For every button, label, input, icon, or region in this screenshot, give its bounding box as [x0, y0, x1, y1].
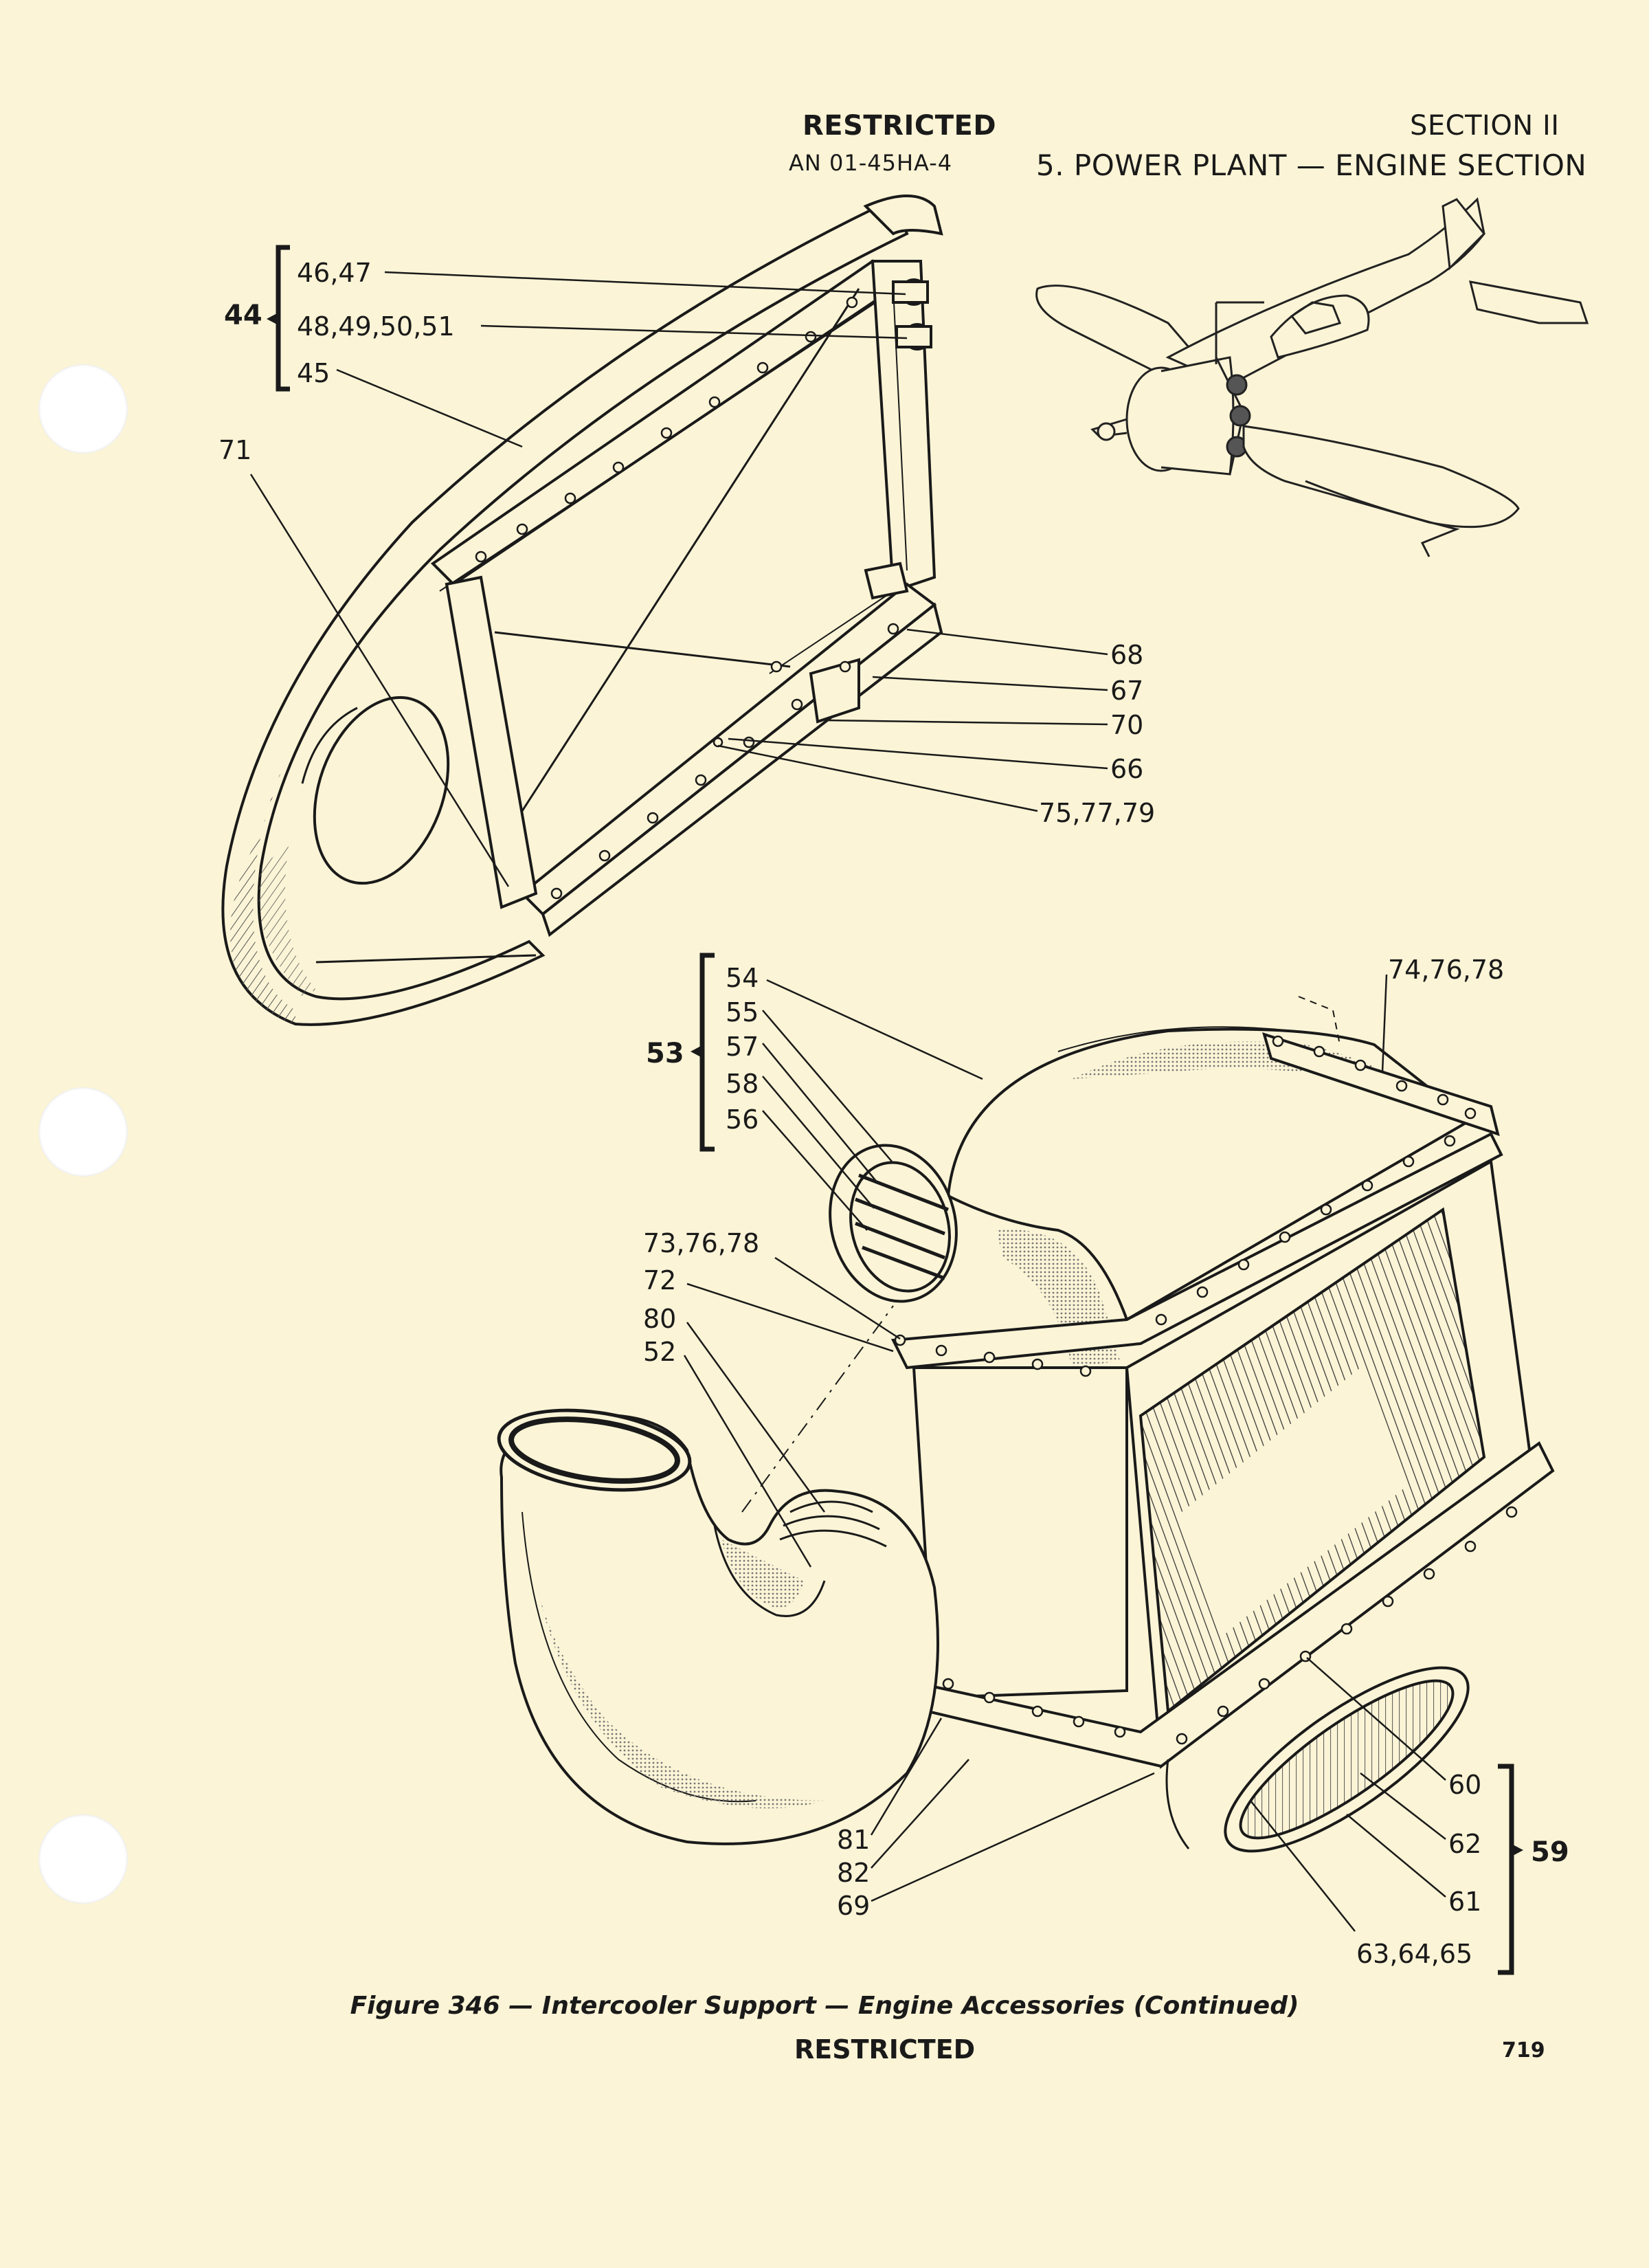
callout-group-59: 59: [1531, 1836, 1569, 1868]
callout-57: 57: [726, 1032, 759, 1062]
callout-74-76-78: 74,76,78: [1388, 955, 1504, 985]
leader-lines: [249, 271, 1446, 1932]
callout-80: 80: [643, 1304, 676, 1334]
callout-group-44: 44: [224, 300, 262, 331]
callout-70: 70: [1110, 710, 1143, 740]
callout-81: 81: [837, 1825, 870, 1855]
callout-69: 69: [837, 1891, 870, 1921]
aircraft-locator-sketch: [1035, 197, 1589, 557]
callout-45: 45: [297, 358, 330, 388]
callout-58: 58: [726, 1069, 759, 1099]
callout-63-64-65: 63,64,65: [1356, 1939, 1472, 1969]
intercooler-assembly: [497, 996, 1555, 1853]
callout-48-51: 48,49,50,51: [297, 311, 455, 342]
page-number: 719: [1502, 2038, 1545, 2063]
callout-60: 60: [1448, 1770, 1481, 1800]
callout-56: 56: [726, 1104, 759, 1135]
callout-52: 52: [643, 1337, 676, 1367]
callout-66: 66: [1110, 754, 1143, 784]
binder-hole-middle: [38, 1087, 128, 1177]
callout-61: 61: [1448, 1887, 1481, 1917]
callout-72: 72: [643, 1265, 676, 1296]
callout-75-77-79: 75,77,79: [1039, 798, 1155, 828]
figure-caption: Figure 346 — Intercooler Support — Engin…: [350, 1992, 1299, 2020]
callout-82: 82: [837, 1858, 870, 1888]
binder-hole-bottom: [38, 1814, 128, 1904]
bracket-tips: [267, 313, 1523, 1856]
support-frame-assembly: [221, 194, 943, 1026]
callout-71: 71: [218, 435, 251, 465]
callout-55: 55: [726, 997, 759, 1027]
callout-46-47: 46,47: [297, 258, 372, 288]
header-section: SECTION II: [1410, 110, 1560, 142]
header-restricted: RESTRICTED: [803, 110, 997, 142]
callout-54: 54: [726, 963, 759, 993]
callout-labels: 44 46,47 48,49,50,51 45 71 68 67 70 66 7…: [218, 258, 1569, 1969]
callout-group-53: 53: [646, 1038, 684, 1069]
footer-restricted: RESTRICTED: [794, 2034, 976, 2065]
header-doc-number: AN 01-45HA-4: [789, 150, 953, 176]
callout-62: 62: [1448, 1829, 1481, 1859]
header-section-title: 5. POWER PLANT — ENGINE SECTION: [1036, 148, 1587, 182]
binder-hole-top: [38, 364, 128, 454]
callout-68: 68: [1110, 640, 1143, 670]
callout-67: 67: [1110, 676, 1143, 706]
callout-73-76-78: 73,76,78: [643, 1228, 759, 1258]
